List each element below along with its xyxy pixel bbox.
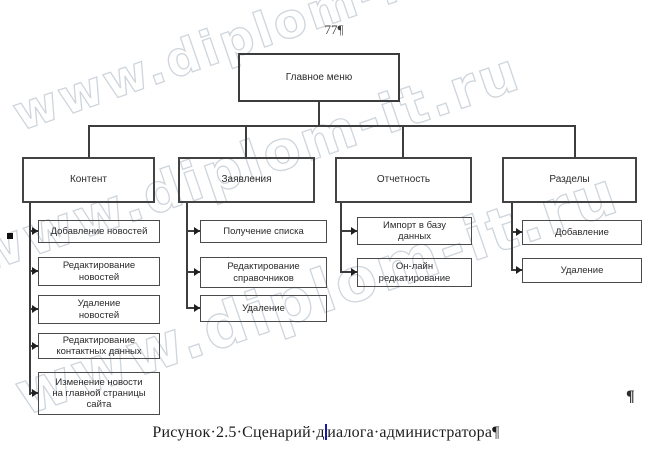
paragraph-mark: ¶ — [626, 388, 635, 405]
node-edit-directories[interactable]: Редактирование справочников — [200, 257, 327, 288]
connector-line — [574, 125, 576, 157]
pilcrow-mark: ¶ — [492, 424, 500, 441]
node-import-db[interactable]: Импорт в базу данных — [357, 217, 472, 245]
node-edit-contacts[interactable]: Редактирование контактных данных — [38, 333, 160, 359]
arrow-icon — [32, 389, 38, 397]
node-add-section[interactable]: Добавление — [522, 220, 642, 245]
anchor-marker — [7, 233, 13, 239]
connector-line — [340, 271, 357, 273]
connector-line — [186, 271, 200, 273]
pilcrow-mark: ¶ — [337, 22, 344, 37]
node-main-menu[interactable]: Главное меню — [238, 53, 400, 102]
arrow-icon — [32, 227, 38, 235]
arrow-icon — [194, 304, 200, 312]
arrow-icon — [351, 227, 357, 235]
node-online-edit[interactable]: Он-лайн редкатирование — [357, 258, 472, 287]
connector-line — [245, 125, 247, 157]
node-delete-section[interactable]: Удаление — [522, 258, 642, 283]
connector-line — [402, 125, 404, 157]
arrow-icon — [32, 342, 38, 350]
arrow-icon — [32, 267, 38, 275]
arrow-icon — [194, 268, 200, 276]
page-number[interactable]: 77¶ — [312, 22, 356, 38]
node-content[interactable]: Контент — [22, 157, 155, 203]
page-number-text: 77 — [324, 22, 338, 37]
connector-line — [88, 125, 576, 127]
node-applications[interactable]: Заявления — [178, 157, 315, 203]
arrow-icon — [351, 268, 357, 276]
connector-line — [318, 102, 320, 125]
node-delete-news[interactable]: Удаление новостей — [38, 295, 160, 324]
arrow-icon — [194, 227, 200, 235]
connector-line — [186, 230, 200, 232]
node-delete-application[interactable]: Удаление — [200, 295, 327, 322]
node-add-news[interactable]: Добавление новостей — [38, 220, 160, 243]
node-sections[interactable]: Разделы — [502, 157, 637, 203]
node-edit-news[interactable]: Редактирование новостей — [38, 257, 160, 286]
connector-line — [186, 203, 188, 309]
connector-line — [511, 203, 513, 271]
caption-text-after-cursor: иалога·администратора — [327, 424, 493, 441]
connector-line — [88, 125, 90, 157]
node-get-list[interactable]: Получение списка — [200, 220, 327, 243]
arrow-icon — [32, 305, 38, 313]
connector-line — [29, 203, 31, 395]
node-reporting[interactable]: Отчетность — [335, 157, 472, 203]
connector-line — [340, 203, 342, 273]
node-change-mainpage-news[interactable]: Изменение новости на главной страницы са… — [38, 372, 160, 415]
connector-line — [340, 230, 357, 232]
text-cursor — [325, 424, 327, 440]
caption-text-before-cursor: Рисунок·2.5·Сценарий·д — [152, 424, 325, 441]
arrow-icon — [516, 228, 522, 236]
arrow-icon — [516, 266, 522, 274]
connector-line — [186, 307, 200, 309]
